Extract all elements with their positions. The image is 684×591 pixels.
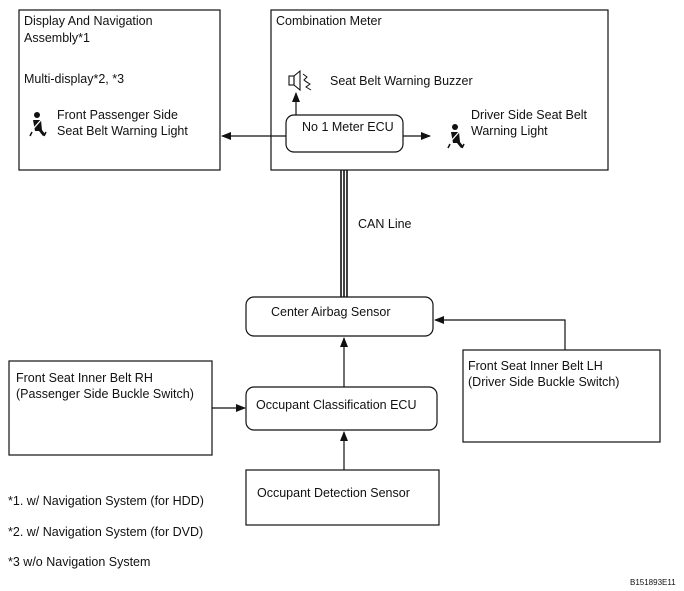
buzzer-label: Seat Belt Warning Buzzer (330, 74, 473, 88)
front-seat-rh-line1: Front Seat Inner Belt RH (16, 371, 153, 385)
front-passenger-light-line2: Seat Belt Warning Light (57, 124, 188, 138)
display-nav-title-line1: Display And Navigation (24, 14, 153, 28)
front-seat-lh-line1: Front Seat Inner Belt LH (468, 359, 603, 373)
combination-meter-title: Combination Meter (276, 14, 382, 28)
can-line-label: CAN Line (358, 217, 412, 231)
footnote-3: *3 w/o Navigation System (8, 555, 151, 569)
footnote-2: *2. w/ Navigation System (for DVD) (8, 525, 204, 539)
buzzer-icon (288, 69, 312, 92)
can-line (340, 170, 348, 297)
occupant-detection-sensor-label: Occupant Detection Sensor (257, 486, 410, 500)
occupant-detection-sensor-box (245, 469, 440, 526)
center-airbag-sensor-label: Center Airbag Sensor (271, 305, 391, 319)
driver-light-line1: Driver Side Seat Belt (471, 108, 588, 122)
front-seat-lh-line2: (Driver Side Buckle Switch) (468, 375, 620, 389)
front-seat-lh-box (462, 349, 661, 443)
seat-belt-warning-icon (29, 112, 47, 137)
meter-ecu-label: No 1 Meter ECU (302, 120, 394, 134)
meter-ecu-box (285, 114, 404, 153)
front-seat-rh-line2: (Passenger Side Buckle Switch) (16, 387, 194, 401)
seat-belt-warning-icon (447, 124, 465, 149)
occupant-classification-ecu-label: Occupant Classification ECU (256, 398, 417, 412)
multi-display-label: Multi-display*2, *3 (24, 72, 125, 86)
front-passenger-light-line1: Front Passenger Side (57, 108, 178, 122)
occupant-classification-ecu-box (245, 386, 438, 431)
arrow-lh-to-airbag (434, 316, 566, 350)
combination-meter-box (270, 9, 609, 171)
figure-code: B151893E11 (630, 578, 676, 587)
display-nav-box (18, 9, 221, 171)
driver-light-line2: Warning Light (471, 124, 548, 138)
display-nav-title-line2: Assembly*1 (24, 31, 90, 45)
footnote-1: *1. w/ Navigation System (for HDD) (8, 494, 204, 508)
center-airbag-sensor-box (245, 296, 434, 337)
